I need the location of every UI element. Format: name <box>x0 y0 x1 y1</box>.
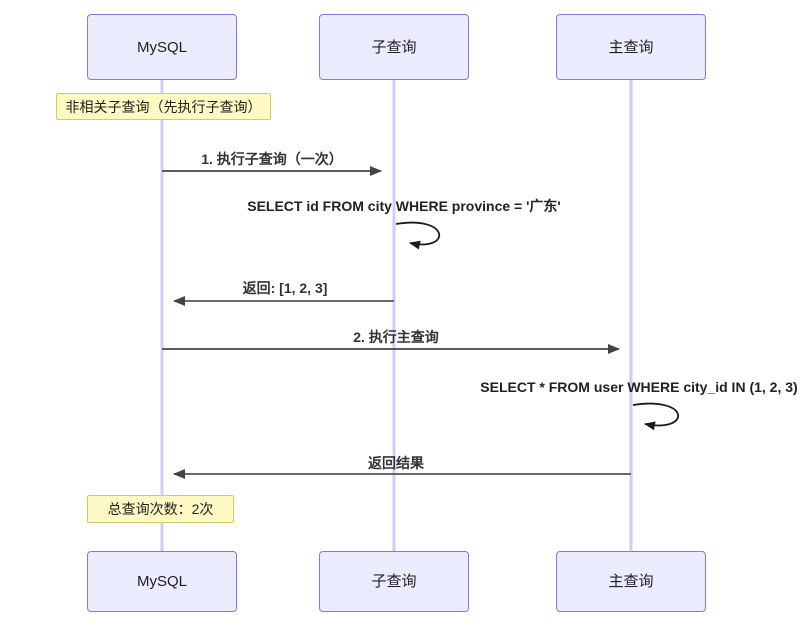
message-label-m4: 2. 执行主查询 <box>353 329 439 345</box>
note-total-query-count: 总查询次数：2次 <box>87 495 234 523</box>
participant-label-mainquery-top: 主查询 <box>608 38 654 56</box>
participant-label-subquery-bottom: 子查询 <box>371 573 417 590</box>
message-selfloop-m2 <box>395 221 440 250</box>
note-non-correlated-subquery: 非相关子查询（先执行子查询） <box>56 93 271 120</box>
message-label-m6: 返回结果 <box>368 455 424 471</box>
participant-box-mysql-bottom[interactable]: MySQL <box>87 551 237 612</box>
participant-label-mysql-top: MySQL <box>136 38 187 56</box>
participant-box-mysql-top[interactable]: MySQL <box>87 14 237 80</box>
message-selfloop-m5 <box>632 402 679 431</box>
participant-box-mainquery-bottom[interactable]: 主查询 <box>556 551 706 612</box>
participant-label-mysql-bottom: MySQL <box>136 573 187 590</box>
participant-box-mainquery-top[interactable]: 主查询 <box>556 14 706 80</box>
participant-label-subquery-top: 子查询 <box>371 38 417 56</box>
participant-box-subquery-bottom[interactable]: 子查询 <box>319 551 469 612</box>
participant-box-subquery-top[interactable]: 子查询 <box>319 14 469 80</box>
note-top-label: 非相关子查询（先执行子查询） <box>65 98 262 115</box>
participant-label-mainquery-bottom: 主查询 <box>608 573 654 590</box>
message-label-m5: SELECT * FROM user WHERE city_id IN (1, … <box>480 379 798 395</box>
message-label-m2: SELECT id FROM city WHERE province = '广东… <box>247 198 561 214</box>
message-label-m1: 1. 执行子查询（一次） <box>201 151 343 167</box>
note-bottom-label: 总查询次数：2次 <box>107 501 214 517</box>
message-label-m3: 返回: [1, 2, 3] <box>242 280 328 296</box>
